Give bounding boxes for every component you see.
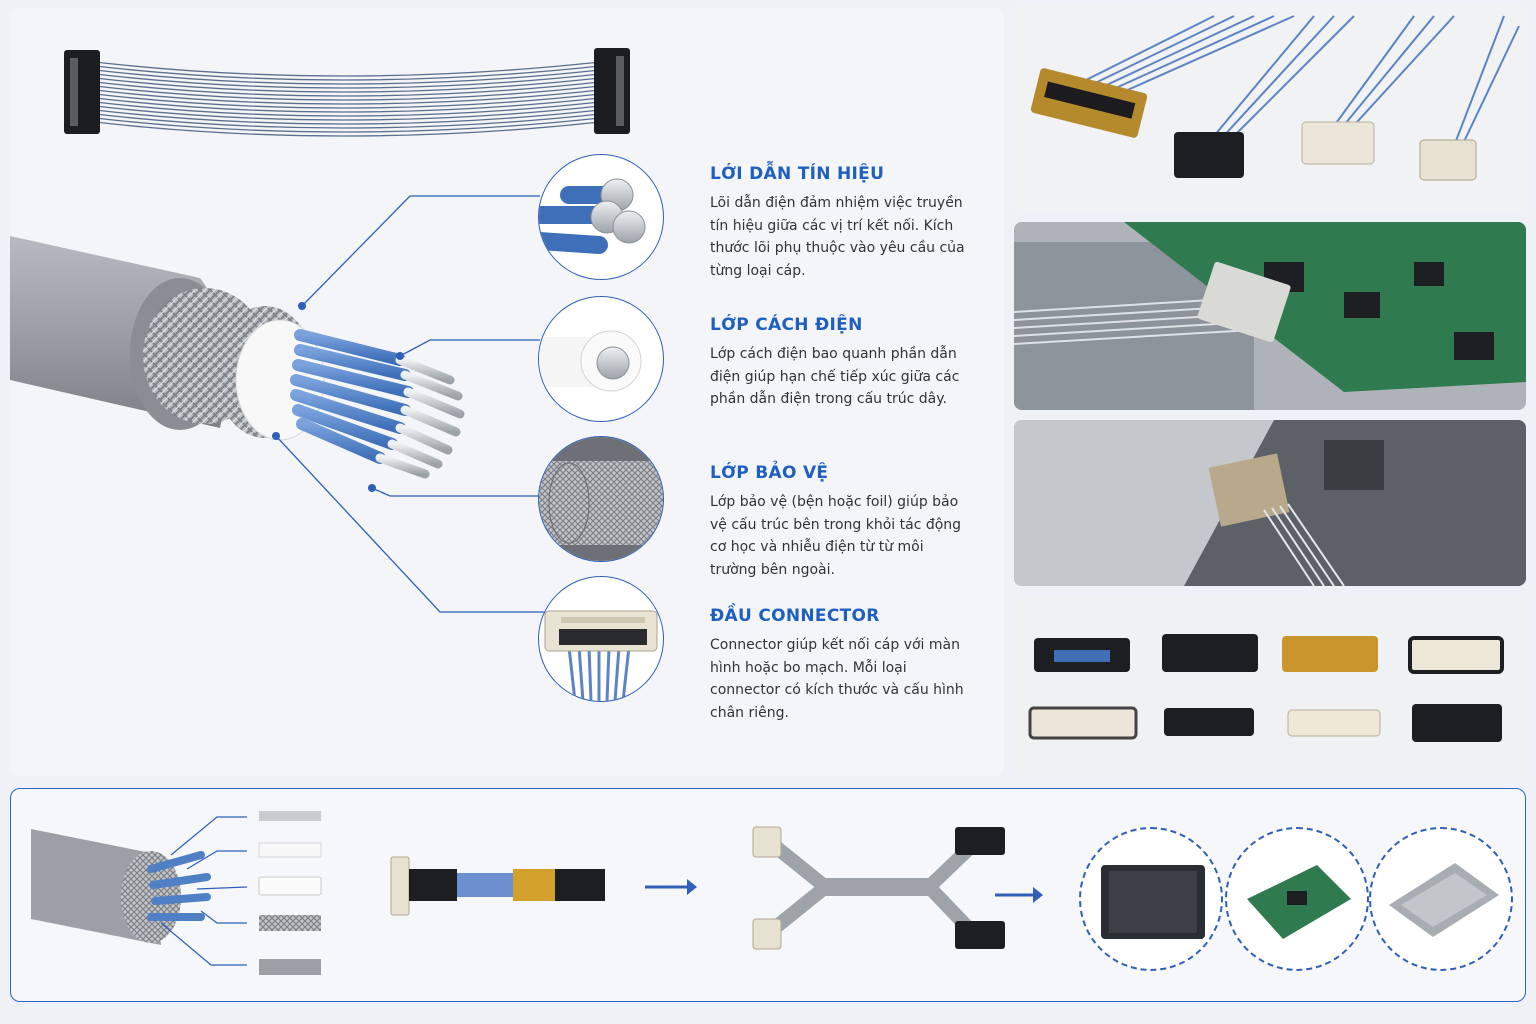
- signal-core-section: LỚI DẪN TÍN HIỆU Lõi dẫn điện đảm nhiệm …: [710, 164, 970, 282]
- callout-lines: [275, 195, 548, 613]
- layer-sample-outer: [259, 959, 321, 975]
- callout-dot: [272, 432, 280, 440]
- section-title: LỚP BẢO VỆ: [710, 463, 829, 483]
- section-body: Lớp bảo vệ (bện hoặc foil) giúp bảo vệ c…: [710, 494, 962, 578]
- application-display-circle: [1079, 827, 1223, 971]
- callout-dot: [396, 352, 404, 360]
- insulation-section: LỚP CÁCH ĐIỆN Lớp cách điện bao quanh ph…: [710, 315, 970, 411]
- callout-dot: [368, 484, 376, 492]
- layer-sample-jacket: [258, 876, 322, 896]
- connector-detail-circle: [538, 576, 664, 702]
- y-cable-assembly: [752, 826, 1005, 950]
- flat-cable-assembly: [64, 48, 630, 137]
- application-module-circle: [1369, 827, 1513, 971]
- photo-pcb-assembly: [1014, 222, 1526, 410]
- cable-cross-section: [10, 236, 465, 479]
- exploded-cable: [31, 829, 211, 945]
- photo-cable-connectors: [1014, 6, 1526, 212]
- layer-sample-core: [259, 811, 321, 821]
- single-cable-assembly: [390, 856, 605, 916]
- shield-section: LỚP BẢO VỆ Lớp bảo vệ (bện hoặc foil) gi…: [710, 463, 970, 581]
- connector-section: ĐẦU CONNECTOR Connector giúp kết nối cáp…: [710, 606, 970, 724]
- application-pcb-circle: [1225, 827, 1369, 971]
- insulation-detail-circle: [538, 296, 664, 422]
- photo-display-installation: [1014, 420, 1526, 586]
- section-title: ĐẦU CONNECTOR: [710, 606, 880, 626]
- section-body: Connector giúp kết nối cáp với màn hình …: [710, 637, 964, 721]
- section-title: LỚP CÁCH ĐIỆN: [710, 315, 863, 335]
- layer-sample-shield: [259, 915, 321, 931]
- callout-dot: [298, 302, 306, 310]
- section-body: Lõi dẫn điện đảm nhiệm việc truyền tín h…: [710, 195, 965, 279]
- process-flow-illustration: [31, 811, 1043, 975]
- process-flow-panel: [10, 788, 1526, 1002]
- shield-detail-circle: [538, 436, 664, 562]
- photo-connector-variants: [1014, 596, 1526, 776]
- core-detail-circle: [538, 154, 664, 280]
- section-title: LỚI DẪN TÍN HIỆU: [710, 164, 885, 184]
- layer-sample-insulation: [258, 842, 322, 858]
- cable-illustration: [10, 48, 630, 613]
- section-body: Lớp cách điện bao quanh phần dẫn điện gi…: [710, 346, 960, 407]
